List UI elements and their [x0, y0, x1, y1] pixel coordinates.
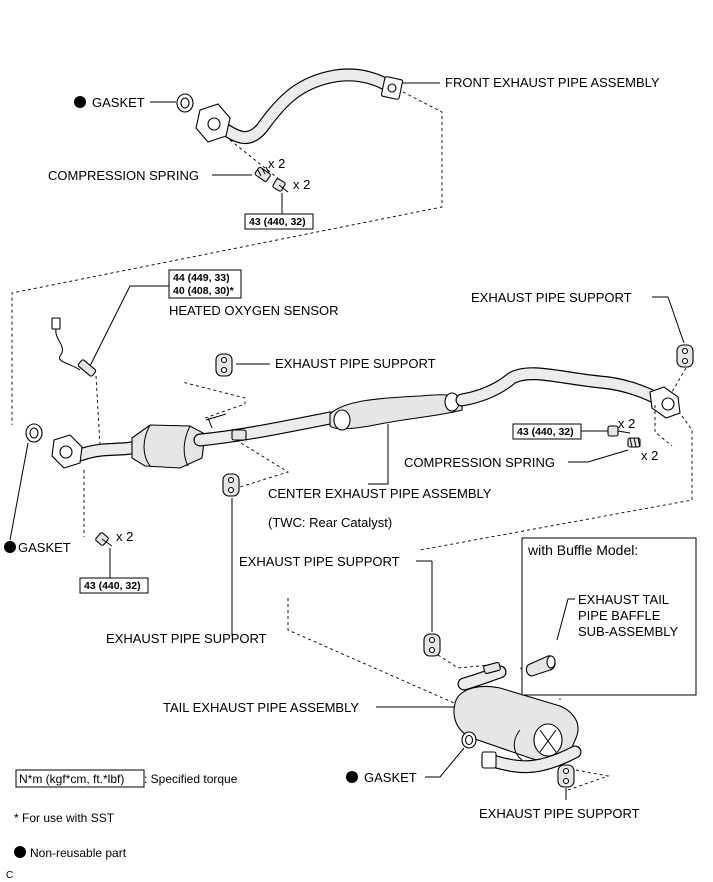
- x2-d: x 2: [641, 448, 658, 463]
- support-center-top-label: EXHAUST PIPE SUPPORT: [275, 356, 436, 371]
- compression-spring-right: [627, 437, 641, 448]
- torque-front: 43 (440, 32): [249, 216, 306, 228]
- legend-torque-unit: N*m (kgf*cm, ft.*lbf): [19, 772, 124, 786]
- compression-spring-top-label: COMPRESSION SPRING: [48, 168, 199, 183]
- exhaust-tail-pipe-baffle: [525, 655, 556, 677]
- bolt-top: [272, 178, 289, 193]
- exhaust-pipe-support-bottom: [557, 764, 575, 788]
- legend-sst-note: * For use with SST: [14, 811, 115, 825]
- gasket-left-label: GASKET: [18, 540, 71, 555]
- support-middle-label: EXHAUST PIPE SUPPORT: [239, 554, 400, 569]
- sensor-torque-1: 44 (449, 33): [173, 272, 230, 284]
- center-exhaust-pipe: [51, 367, 681, 469]
- bolt-left: [95, 532, 113, 547]
- legend-torque-desc: : Specified torque: [144, 772, 238, 786]
- sensor-torque-2: 40 (408, 30)*: [173, 285, 235, 297]
- nonreusable-mark-top: [74, 96, 86, 108]
- torque-box-sensor: [168, 269, 242, 299]
- tail-pipe-label: TAIL EXHAUST PIPE ASSEMBLY: [163, 700, 359, 715]
- support-left-bottom-label: EXHAUST PIPE SUPPORT: [106, 631, 267, 646]
- baffle-line3: SUB-ASSEMBLY: [578, 624, 679, 639]
- x2-e: x 2: [116, 529, 133, 544]
- gasket-top: [176, 93, 194, 113]
- x2-c: x 2: [618, 416, 635, 431]
- heated-oxygen-sensor: [51, 317, 97, 377]
- support-right-top-label: EXHAUST PIPE SUPPORT: [471, 290, 632, 305]
- heated-oxygen-sensor-label: HEATED OXYGEN SENSOR: [169, 303, 339, 318]
- bolt-right: [607, 425, 631, 437]
- front-pipe-label: FRONT EXHAUST PIPE ASSEMBLY: [445, 75, 660, 90]
- torque-box-front: [244, 213, 314, 230]
- legend-torque-box: [15, 769, 145, 788]
- exhaust-pipe-support-tail: [423, 633, 441, 657]
- tail-exhaust-pipe: [453, 661, 582, 774]
- x2-b: x 2: [293, 177, 310, 192]
- torque-box-left: [79, 577, 149, 594]
- torque-right: 43 (440, 32): [517, 426, 574, 438]
- gasket-bottom-label: GASKET: [364, 770, 417, 785]
- gasket-top-label: GASKET: [92, 95, 145, 110]
- baffle-line1: EXHAUST TAIL: [578, 592, 669, 607]
- nonreusable-mark-bottom: [346, 771, 358, 783]
- gasket-bottom: [461, 731, 477, 749]
- legend-nonreusable-mark: [14, 846, 26, 858]
- exhaust-pipe-support-middle: [222, 473, 240, 497]
- baffle-line2: PIPE BAFFLE: [578, 608, 661, 623]
- nonreusable-mark-left: [4, 541, 16, 553]
- compression-spring-right-label: COMPRESSION SPRING: [404, 455, 555, 470]
- x2-a: x 2: [268, 156, 285, 171]
- torque-left: 43 (440, 32): [84, 580, 141, 592]
- corner-code: C: [6, 870, 13, 881]
- front-exhaust-pipe: [195, 68, 404, 145]
- legend-nonreusable: Non-reusable part: [30, 846, 127, 860]
- twc-note: (TWC: Rear Catalyst): [268, 515, 392, 530]
- buffle-title: with Buffle Model:: [527, 542, 638, 558]
- support-bottom-label: EXHAUST PIPE SUPPORT: [479, 806, 640, 821]
- gasket-left: [25, 423, 43, 443]
- exhaust-pipe-support-right-top: [676, 344, 694, 368]
- exhaust-pipe-support-center-top: [215, 353, 233, 377]
- center-pipe-label: CENTER EXHAUST PIPE ASSEMBLY: [268, 486, 492, 501]
